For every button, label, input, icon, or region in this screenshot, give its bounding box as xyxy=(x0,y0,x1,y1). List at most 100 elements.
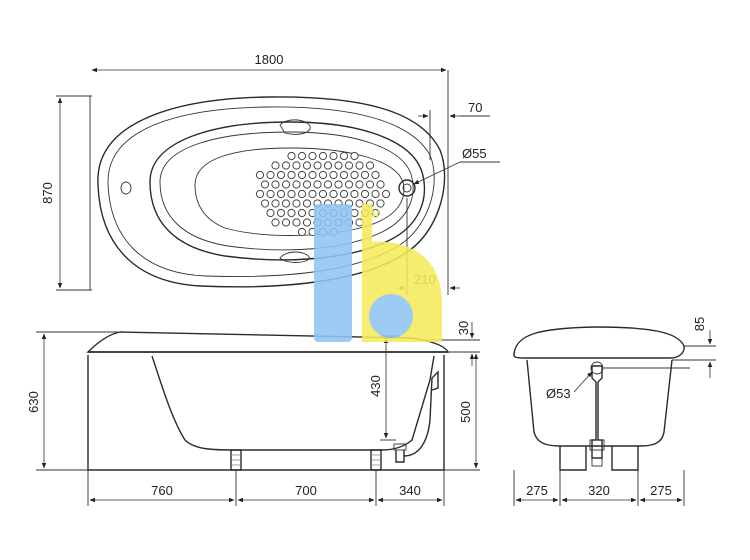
anti-slip-dot xyxy=(308,170,317,180)
anti-slip-dot xyxy=(371,189,380,199)
anti-slip-dot xyxy=(329,151,338,161)
anti-slip-dot xyxy=(297,227,307,237)
anti-slip-dot xyxy=(365,161,375,170)
anti-slip-dot xyxy=(266,189,275,199)
anti-slip-dot xyxy=(371,170,380,180)
anti-slip-dot xyxy=(255,170,265,180)
anti-slip-dot xyxy=(260,199,270,208)
anti-slip-dot xyxy=(318,170,328,180)
anti-slip-dot xyxy=(271,199,280,208)
anti-slip-dot xyxy=(287,189,296,199)
tub-inner-basin xyxy=(149,121,426,261)
anti-slip-dot xyxy=(339,170,349,180)
anti-slip-dot xyxy=(355,199,364,208)
anti-slip-dot xyxy=(323,161,333,170)
inner-height-label: 500 xyxy=(458,401,473,423)
anti-slip-dot xyxy=(334,180,343,189)
anti-slip-dot xyxy=(360,189,370,199)
anti-slip-dot xyxy=(329,189,338,199)
anti-slip-dot xyxy=(355,180,364,189)
anti-slip-dot xyxy=(271,180,280,189)
anti-slip-dot xyxy=(287,151,296,161)
drain-pipe-side xyxy=(395,370,439,463)
anti-slip-dot xyxy=(350,189,359,199)
drain-pipe-end xyxy=(591,365,603,459)
end-base-label-1: 275 xyxy=(526,483,548,498)
anti-slip-dot xyxy=(302,180,312,189)
anti-slip-dot xyxy=(292,180,301,189)
anti-slip-dot xyxy=(255,189,265,199)
watermark-blue-bar xyxy=(314,204,352,342)
base-label-3: 340 xyxy=(399,483,421,498)
anti-slip-dot xyxy=(318,151,328,161)
end-drain-label: Ø53 xyxy=(546,386,571,401)
side-view xyxy=(86,331,450,471)
anti-slip-dot xyxy=(318,189,328,199)
anti-slip-dot xyxy=(308,189,317,199)
anti-slip-dot xyxy=(276,208,286,218)
anti-slip-dot xyxy=(297,189,307,199)
anti-slip-dot xyxy=(323,180,333,189)
anti-slip-dot xyxy=(266,170,275,180)
anti-slip-dot xyxy=(350,170,359,180)
anti-slip-dot xyxy=(350,151,359,161)
anti-slip-dot xyxy=(281,218,291,227)
offset-label: 70 xyxy=(468,100,482,115)
end-base-label-2: 320 xyxy=(588,483,610,498)
anti-slip-dot xyxy=(281,161,291,170)
anti-slip-dot xyxy=(302,161,312,170)
width-label: 870 xyxy=(40,182,55,204)
anti-slip-dot xyxy=(376,199,385,208)
anti-slip-dot xyxy=(287,208,296,218)
anti-slip-dot xyxy=(313,180,322,189)
anti-slip-dot xyxy=(297,170,307,180)
length-label: 1800 xyxy=(255,52,284,67)
end-view-dimensions: 85 Ø53 275 320 275 xyxy=(513,317,716,506)
anti-slip-dot xyxy=(355,161,364,170)
anti-slip-dot xyxy=(271,161,280,170)
drain-diameter-label: Ø55 xyxy=(462,146,487,161)
anti-slip-dot xyxy=(313,161,322,170)
top-view xyxy=(89,70,449,295)
base-label-2: 700 xyxy=(295,483,317,498)
anti-slip-dot xyxy=(281,180,291,189)
end-rim-label: 85 xyxy=(692,317,707,331)
anti-slip-dot xyxy=(276,189,286,199)
anti-slip-dot xyxy=(260,180,270,189)
drain-outlet-top xyxy=(398,179,416,197)
base-label-1: 760 xyxy=(151,483,173,498)
anti-slip-dot xyxy=(281,199,291,208)
anti-slip-dot xyxy=(271,218,280,227)
tub-outer-rim xyxy=(97,96,446,288)
anti-slip-dot xyxy=(339,189,349,199)
anti-slip-dot xyxy=(365,180,375,189)
drain-height-label: 430 xyxy=(368,375,383,397)
anti-slip-dot xyxy=(339,151,349,161)
anti-slip-dot xyxy=(297,151,307,161)
height-label: 630 xyxy=(26,391,41,413)
rim-height-label: 30 xyxy=(456,321,471,335)
anti-slip-dot xyxy=(334,161,343,170)
watermark-blue-circle xyxy=(369,294,413,338)
anti-slip-dot xyxy=(344,161,354,170)
end-base-label-3: 275 xyxy=(650,483,672,498)
anti-slip-dot xyxy=(302,218,312,227)
watermark-text: HẢI xyxy=(360,208,380,221)
anti-slip-dot xyxy=(292,161,301,170)
anti-slip-dot xyxy=(276,170,286,180)
anti-slip-dot xyxy=(381,189,391,199)
tub-end-body xyxy=(526,359,673,447)
anti-slip-dot xyxy=(287,170,296,180)
anti-slip-dot xyxy=(266,208,275,218)
anti-slip-dot xyxy=(329,170,338,180)
anti-slip-dot xyxy=(376,180,385,189)
anti-slip-dot xyxy=(344,180,354,189)
anti-slip-dot xyxy=(292,218,301,227)
watermark-logo: HẢI xyxy=(314,204,442,342)
end-view xyxy=(513,326,685,471)
anti-slip-dot xyxy=(308,151,317,161)
side-view-dimensions: 630 30 500 430 760 700 340 xyxy=(26,321,480,506)
anti-slip-dot xyxy=(302,199,312,208)
tub-side-skirt xyxy=(87,355,445,471)
